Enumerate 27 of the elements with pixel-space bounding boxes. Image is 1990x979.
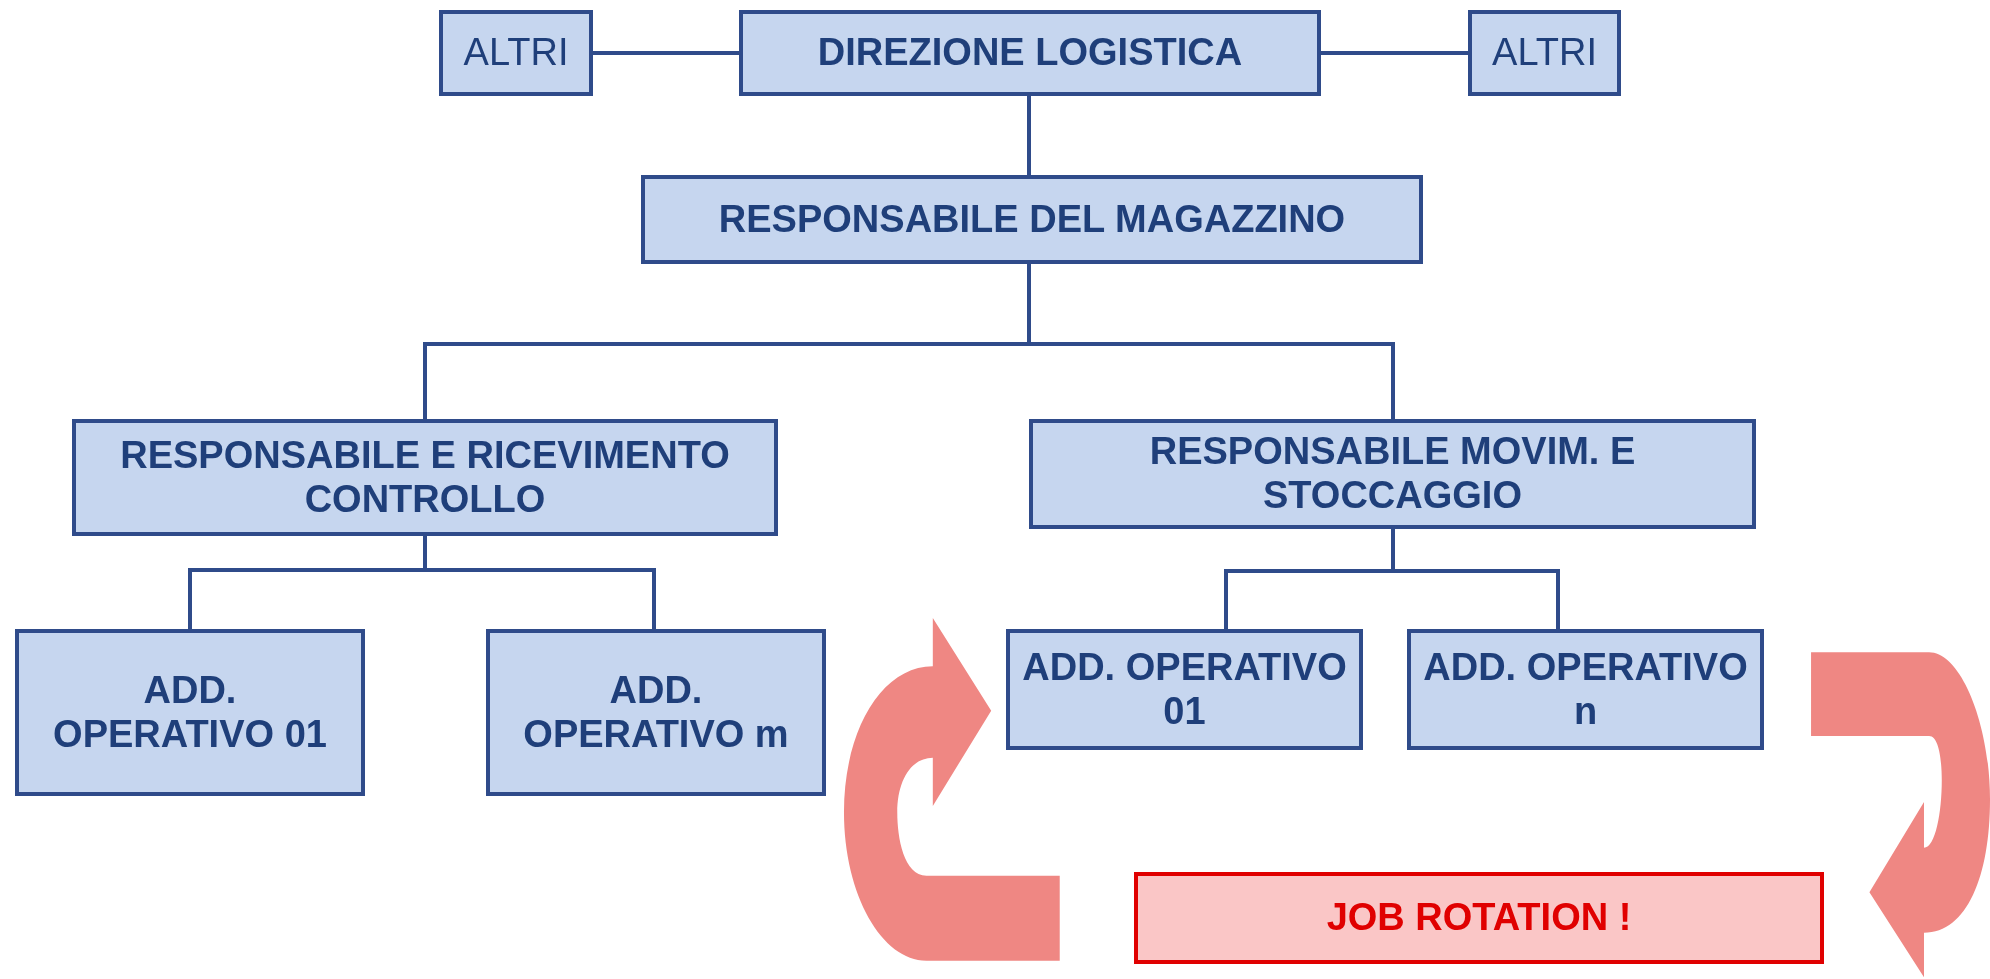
org-box (641, 175, 1423, 264)
connector-line (1321, 51, 1468, 55)
box-label: ADD. OPERATIVO 01 (52, 668, 328, 757)
connector-line (423, 536, 656, 629)
box-label: ALTRI (1491, 31, 1598, 75)
box-label: JOB ROTATION ! (1325, 896, 1633, 940)
org-box (739, 10, 1321, 96)
box-label: ADD. OPERATIVO 01 (1021, 645, 1348, 734)
callout-box (1134, 872, 1824, 964)
org-box (1407, 629, 1764, 750)
box-label: RESPONSABILE E RICEVIMENTO CONTROLLO (119, 433, 731, 522)
org-box (1006, 629, 1363, 750)
box-label: ALTRI (462, 31, 570, 75)
connector-line (1027, 96, 1031, 175)
org-box (439, 10, 593, 96)
box-label: RESPONSABILE DEL MAGAZZINO (717, 197, 1347, 242)
connector-line (593, 51, 739, 55)
org-box (15, 629, 365, 796)
box-label: ADD. OPERATIVO n (1422, 645, 1749, 734)
org-box (1468, 10, 1621, 96)
box-label: ADD. OPERATIVO m (522, 668, 790, 757)
connector-line (1391, 529, 1560, 629)
org-box (1029, 419, 1756, 529)
org-box (72, 419, 778, 536)
box-label: DIREZIONE LOGISTICA (816, 31, 1244, 75)
box-label: RESPONSABILE MOVIM. E STOCCAGGIO (1148, 430, 1637, 518)
org-box (486, 629, 826, 796)
